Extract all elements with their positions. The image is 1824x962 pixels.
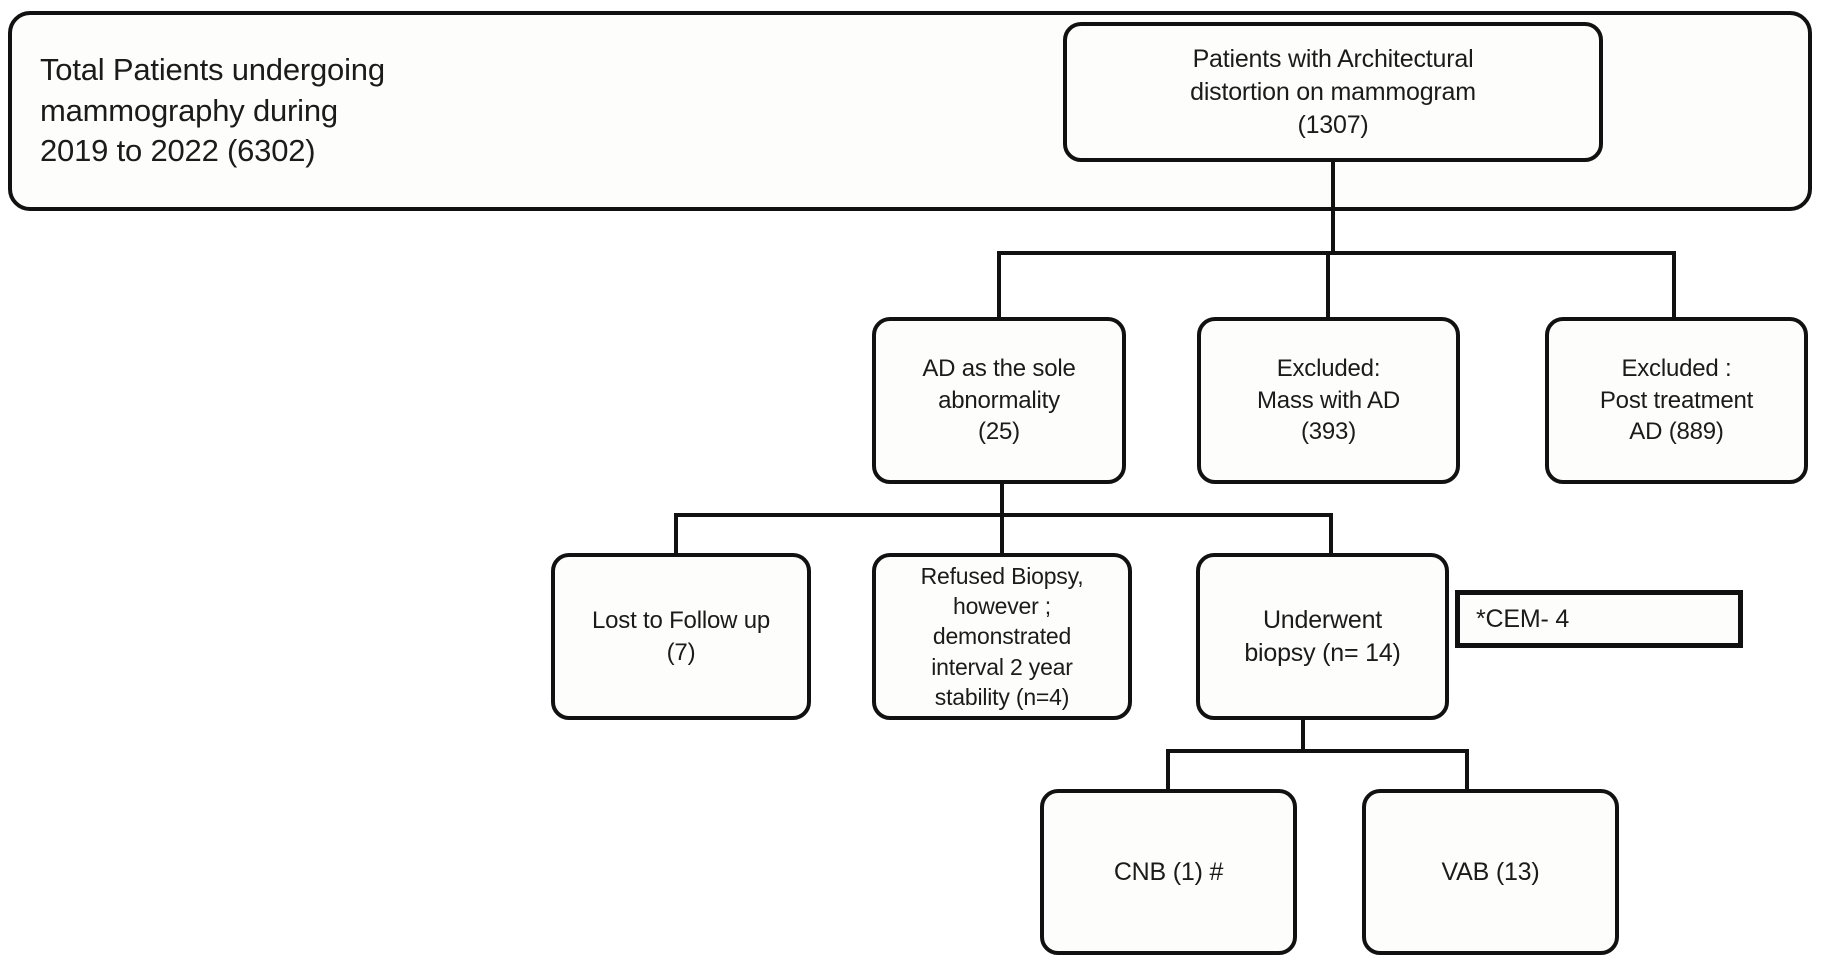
node-excluded-post-treatment-ad: Excluded : Post treatment AD (889)	[1545, 317, 1808, 484]
connector-biopsy-down	[1301, 720, 1305, 753]
connector-admammo-down	[1331, 162, 1335, 255]
connector-row3-drop-mid	[1000, 513, 1004, 555]
node-refused-biopsy: Refused Biopsy, however ; demonstrated i…	[872, 553, 1132, 720]
connector-row4-bus	[1166, 749, 1469, 753]
node-lost-to-follow-up: Lost to Follow up (7)	[551, 553, 811, 720]
node-ad-sole-abnormality: AD as the sole abnormality (25)	[872, 317, 1126, 484]
node-architectural-distortion: Patients with Architectural distortion o…	[1063, 22, 1603, 162]
connector-sole-down	[1000, 484, 1004, 517]
connector-row2-bus	[997, 251, 1676, 255]
connector-row2-drop-left	[997, 251, 1001, 321]
node-vab: VAB (13)	[1362, 789, 1619, 955]
connector-row3-drop-left	[674, 513, 678, 555]
node-underwent-biopsy: Underwent biopsy (n= 14)	[1196, 553, 1449, 720]
connector-row2-drop-right	[1672, 251, 1676, 321]
node-excluded-mass-with-ad: Excluded: Mass with AD (393)	[1197, 317, 1460, 484]
connector-row4-drop-right	[1465, 749, 1469, 791]
connector-row3-drop-right	[1329, 513, 1333, 555]
connector-row4-drop-left	[1166, 749, 1170, 791]
node-cem-annotation: *CEM- 4	[1455, 590, 1743, 648]
node-cnb: CNB (1) #	[1040, 789, 1297, 955]
connector-row2-drop-mid	[1326, 251, 1330, 321]
